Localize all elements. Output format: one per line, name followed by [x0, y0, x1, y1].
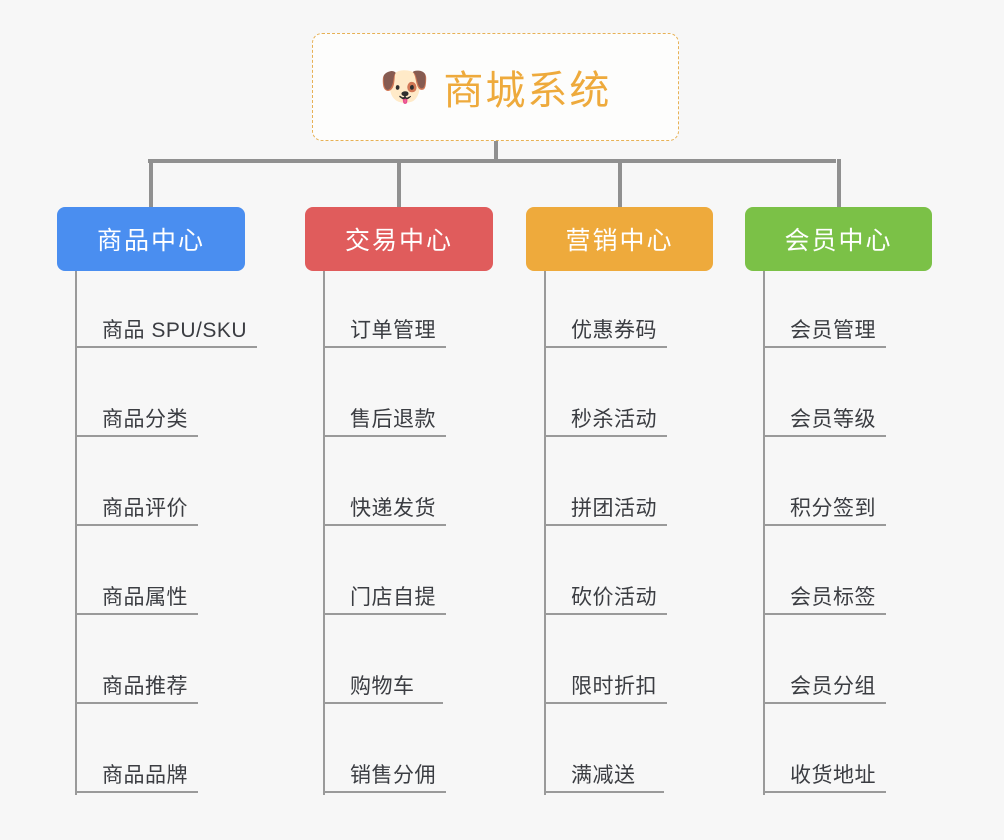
root-node[interactable]: 🐶 商城系统 — [312, 33, 679, 141]
shiba-dog-face-icon: 🐶 — [379, 65, 430, 109]
leaf-item-label: 购物车 — [350, 675, 415, 698]
leaf-item-label: 秒杀活动 — [571, 408, 657, 431]
leaf-item-label: 商品品牌 — [102, 764, 188, 787]
leaf-item-underline — [544, 435, 667, 437]
leaf-item-label: 会员等级 — [790, 408, 876, 431]
leaf-item-label: 优惠券码 — [571, 319, 657, 342]
column-rail-3 — [544, 271, 546, 795]
leaf-item-underline — [763, 702, 886, 704]
leaf-item-label: 会员管理 — [790, 319, 876, 342]
leaf-item-underline — [544, 702, 667, 704]
leaf-item-underline — [544, 524, 667, 526]
column-header-label: 会员中心 — [784, 227, 893, 255]
column-header-label: 商品中心 — [96, 227, 205, 255]
leaf-item-label: 拼团活动 — [571, 497, 657, 520]
leaf-item-underline — [763, 346, 886, 348]
leaf-item-underline — [763, 435, 886, 437]
leaf-item-underline — [763, 524, 886, 526]
leaf-item-underline — [323, 346, 446, 348]
leaf-item-label: 商品属性 — [102, 586, 188, 609]
leaf-item-label: 商品分类 — [102, 408, 188, 431]
leaf-item-underline — [323, 791, 446, 793]
leaf-item-label: 收货地址 — [790, 764, 876, 787]
leaf-item-label: 积分签到 — [790, 497, 876, 520]
leaf-item-underline — [75, 613, 198, 615]
leaf-item-label: 会员分组 — [790, 675, 876, 698]
leaf-item-underline — [323, 435, 446, 437]
leaf-item-underline — [763, 791, 886, 793]
connector-drop-4 — [836, 159, 841, 207]
leaf-item-underline — [75, 702, 198, 704]
leaf-item-underline — [544, 346, 667, 348]
leaf-item-label: 商品 SPU/SKU — [102, 319, 248, 342]
leaf-item-label: 满减送 — [571, 764, 636, 787]
leaf-item-underline — [75, 791, 198, 793]
column-header-1[interactable]: 商品中心 — [57, 207, 245, 271]
leaf-item-underline — [323, 702, 443, 704]
leaf-item-label: 售后退款 — [350, 408, 436, 431]
leaf-item-underline — [544, 791, 664, 793]
column-header-4[interactable]: 会员中心 — [745, 207, 932, 271]
leaf-item-label: 订单管理 — [350, 319, 436, 342]
column-header-3[interactable]: 营销中心 — [526, 207, 713, 271]
leaf-item-underline — [323, 524, 446, 526]
connector-drop-3 — [617, 159, 622, 207]
leaf-item-underline — [323, 613, 446, 615]
leaf-item-label: 销售分佣 — [350, 764, 436, 787]
connector-drop-2 — [397, 159, 401, 207]
column-header-label: 营销中心 — [565, 227, 674, 255]
column-rail-4 — [763, 271, 765, 795]
leaf-item-label: 商品评价 — [102, 497, 188, 520]
leaf-item-underline — [75, 524, 198, 526]
leaf-item-label: 快递发货 — [350, 497, 436, 520]
leaf-item-label: 商品推荐 — [102, 675, 188, 698]
leaf-item-label: 门店自提 — [350, 586, 436, 609]
leaf-item-label: 限时折扣 — [571, 675, 657, 698]
leaf-item-underline — [75, 346, 258, 348]
connector-drop-1 — [149, 159, 153, 207]
column-rail-2 — [323, 271, 325, 795]
column-header-label: 交易中心 — [344, 227, 453, 255]
connector-horizontal-bus — [148, 159, 836, 163]
root-title: 商城系统 — [443, 69, 612, 113]
leaf-item-label: 砍价活动 — [571, 586, 657, 609]
leaf-item-underline — [763, 613, 886, 615]
connector-root-stem — [494, 141, 498, 163]
column-rail-1 — [75, 271, 77, 795]
leaf-item-label: 会员标签 — [790, 586, 876, 609]
column-header-2[interactable]: 交易中心 — [305, 207, 493, 271]
leaf-item-underline — [75, 435, 198, 437]
leaf-item-underline — [544, 613, 667, 615]
